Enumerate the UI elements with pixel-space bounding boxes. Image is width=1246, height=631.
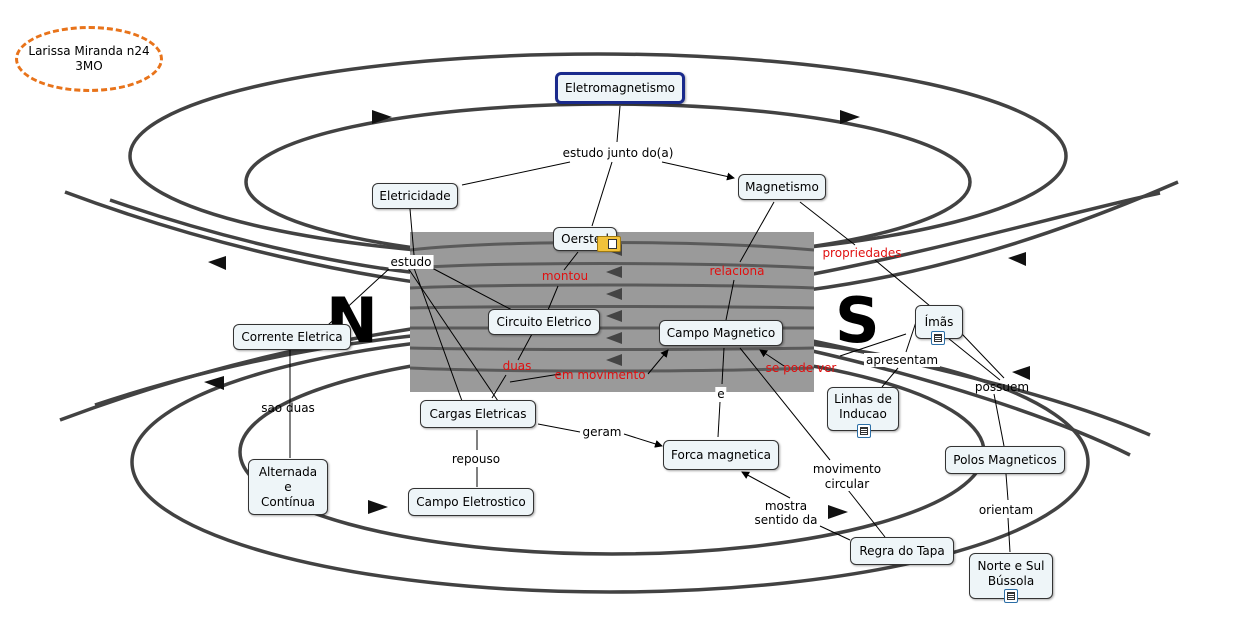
concept-alternada-continua[interactable]: Alternada e Contínua	[248, 459, 328, 515]
link-mostra-1: mostra	[762, 499, 810, 513]
concept-linhas-line1: Linhas de	[834, 392, 892, 406]
south-pole-letter: S	[835, 284, 880, 357]
link-repouso: repouso	[449, 452, 503, 466]
concept-regra-do-tapa[interactable]: Regra do Tapa	[850, 537, 954, 565]
link-movimento-circular-1: movimento	[810, 462, 884, 476]
magnet-body	[410, 232, 814, 392]
author-badge[interactable]: Larissa Miranda n24 3MO	[15, 26, 163, 92]
link-orientam: orientam	[976, 503, 1036, 517]
concept-polos-magneticos[interactable]: Polos Magneticos	[945, 446, 1065, 474]
link-montou: montou	[541, 269, 589, 283]
link-geram: geram	[580, 425, 624, 439]
note-icon[interactable]	[597, 236, 621, 252]
document-icon[interactable]	[1004, 589, 1018, 603]
link-relaciona: relaciona	[709, 264, 765, 278]
author-class: 3MO	[75, 59, 103, 73]
concept-norte-sul-line2: Bússola	[987, 574, 1035, 588]
link-e: e	[715, 387, 727, 401]
concept-alternada-line3: Contínua	[261, 494, 315, 509]
author-name: Larissa Miranda n24	[28, 44, 150, 58]
link-apresentam: apresentam	[863, 353, 941, 367]
link-possuem: possuem	[974, 380, 1030, 394]
concept-eletricidade[interactable]: Eletricidade	[372, 183, 458, 209]
concept-linhas-line2: Inducao	[839, 407, 887, 421]
link-mostra-2: sentido da	[752, 513, 820, 527]
link-movimento-circular-2: circular	[822, 477, 872, 491]
link-em-movimento: em movimento	[554, 368, 646, 382]
link-se-pode-ver: se pode ver	[765, 361, 837, 375]
concept-alternada-line1: Alternada	[258, 464, 318, 479]
link-sao-duas: sao duas	[261, 401, 315, 415]
concept-cargas-eletricas[interactable]: Cargas Eletricas	[420, 400, 536, 428]
concept-eletromagnetismo[interactable]: Eletromagnetismo	[555, 72, 685, 104]
concept-forca-magnetica[interactable]: Forca magnetica	[663, 440, 779, 470]
link-estudo: estudo	[388, 255, 434, 269]
link-propriedades: propriedades	[822, 246, 902, 260]
concept-campo-magnetico[interactable]: Campo Magnetico	[659, 320, 783, 346]
concept-circuito-eletrico[interactable]: Circuito Eletrico	[488, 309, 600, 335]
concept-magnetismo[interactable]: Magnetismo	[738, 174, 826, 200]
document-icon[interactable]	[857, 424, 871, 438]
link-estudo-junto: estudo junto do(a)	[560, 146, 676, 160]
concept-imas[interactable]: Ímãs	[915, 305, 963, 339]
magnet-inner-arrows	[606, 244, 622, 366]
concept-corrente-eletrica[interactable]: Corrente Eletrica	[233, 324, 351, 350]
concept-norte-sul-line1: Norte e Sul	[977, 559, 1045, 573]
field-arrows	[204, 110, 1030, 519]
concept-alternada-line2: e	[284, 479, 292, 494]
document-icon[interactable]	[931, 331, 945, 345]
concept-linhas-de-inducao[interactable]: Linhas de Inducao	[827, 387, 899, 431]
concept-campo-eletrostico[interactable]: Campo Eletrostico	[408, 488, 534, 516]
concept-connections	[289, 105, 1011, 553]
link-duas: duas	[502, 359, 532, 373]
